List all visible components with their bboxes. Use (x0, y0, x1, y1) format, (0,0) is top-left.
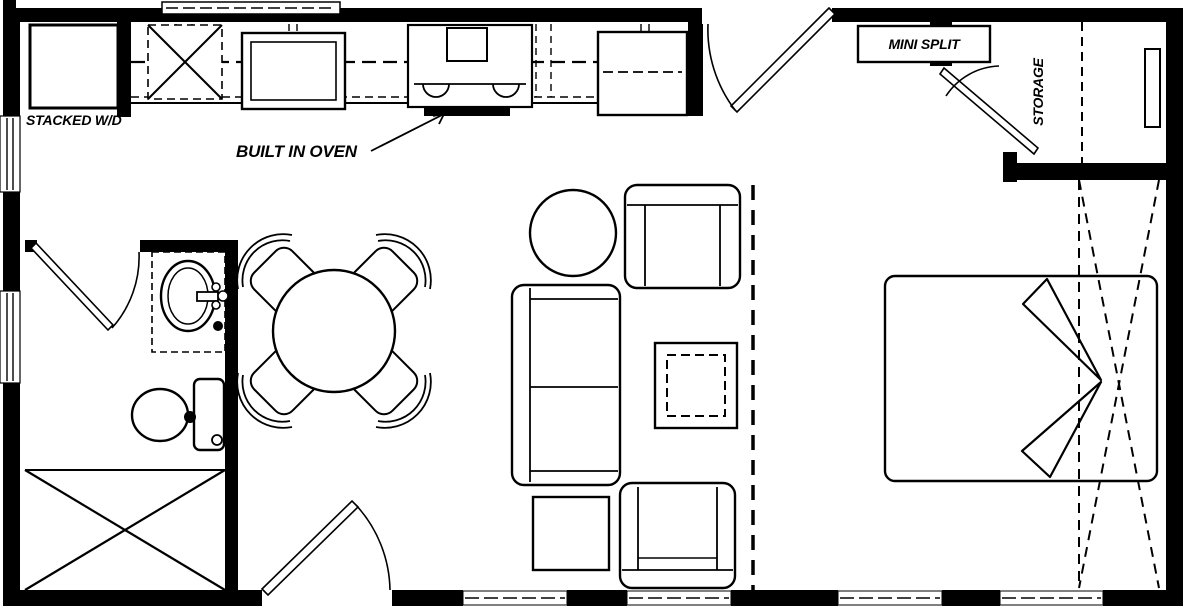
wall-bottom-5 (942, 590, 1000, 606)
toilet-bowl (130, 387, 190, 443)
storage-door (938, 65, 1040, 156)
wall-bottom-6 (1103, 590, 1183, 606)
dining-set (236, 233, 432, 429)
wall-kitchen-end (688, 22, 703, 116)
wall-top-left (3, 8, 702, 22)
pillow-bottom (1020, 380, 1103, 479)
window-bottom-3 (837, 590, 943, 606)
dishwasher (240, 31, 347, 111)
storage-shelf (1144, 48, 1161, 128)
bathroom-sink (159, 259, 229, 333)
wall-wd-divider (117, 22, 131, 117)
wall-left-lower (3, 383, 20, 606)
built-in-oven-label: BUILT IN OVEN (236, 142, 357, 161)
armchair-bottom (618, 481, 737, 590)
stacked-wd-label: STACKED W/D (26, 112, 122, 128)
window-left-lower (0, 290, 21, 384)
end-table (531, 495, 611, 572)
drain-dot (213, 321, 223, 331)
pillow-top (1021, 277, 1103, 382)
stacked-washer-dryer (28, 23, 120, 110)
window-bottom-4 (999, 590, 1104, 606)
cooktop-built-in-oven (406, 23, 534, 116)
bathroom-door (29, 241, 140, 332)
kitchen (131, 23, 689, 152)
wall-bottom-1 (3, 590, 262, 606)
bed (883, 274, 1159, 483)
living-room (510, 183, 755, 590)
wall-left-mid (3, 192, 20, 291)
toilet (130, 377, 226, 452)
coffee-table (653, 341, 739, 430)
oven-label-arrow (370, 113, 445, 152)
shower (24, 469, 226, 591)
wall-bottom-4 (731, 590, 838, 606)
mini-split-unit (856, 24, 992, 64)
round-side-table (528, 188, 618, 278)
entry-door-top (702, 6, 837, 114)
wall-bottom-3 (567, 590, 627, 606)
wall-bathroom-north (140, 240, 238, 252)
doors (29, 6, 1040, 606)
window-bottom-2 (626, 590, 732, 606)
vanity-counter (151, 251, 226, 353)
storage-label: STORAGE (1030, 58, 1046, 126)
oven-door-bar (424, 107, 510, 116)
window-left-upper (0, 115, 21, 193)
wall-top-right (832, 8, 1183, 22)
bathroom (24, 251, 229, 591)
bedroom (856, 22, 1161, 589)
wall-storage-south (1003, 163, 1183, 180)
wall-left-upper (3, 8, 20, 116)
window-bottom-1 (462, 590, 568, 606)
sofa (510, 283, 622, 487)
exterior-walls (3, 0, 1183, 606)
dining-table (271, 268, 397, 394)
wall-right (1166, 8, 1183, 606)
sink-base-cabinet (147, 24, 223, 100)
wall-bathroom-east (225, 240, 238, 590)
windows (0, 1, 1104, 606)
faucet (196, 291, 219, 302)
armchair-top (623, 183, 742, 290)
wall-bottom-2 (392, 590, 463, 606)
wall-top-left-notch (3, 0, 16, 10)
entry-door-bottom (260, 499, 392, 606)
wardrobe-dashed-x (1078, 179, 1160, 589)
mini-split-label: MINI SPLIT (888, 36, 960, 52)
refrigerator (596, 30, 689, 117)
window-kitchen (161, 1, 341, 15)
